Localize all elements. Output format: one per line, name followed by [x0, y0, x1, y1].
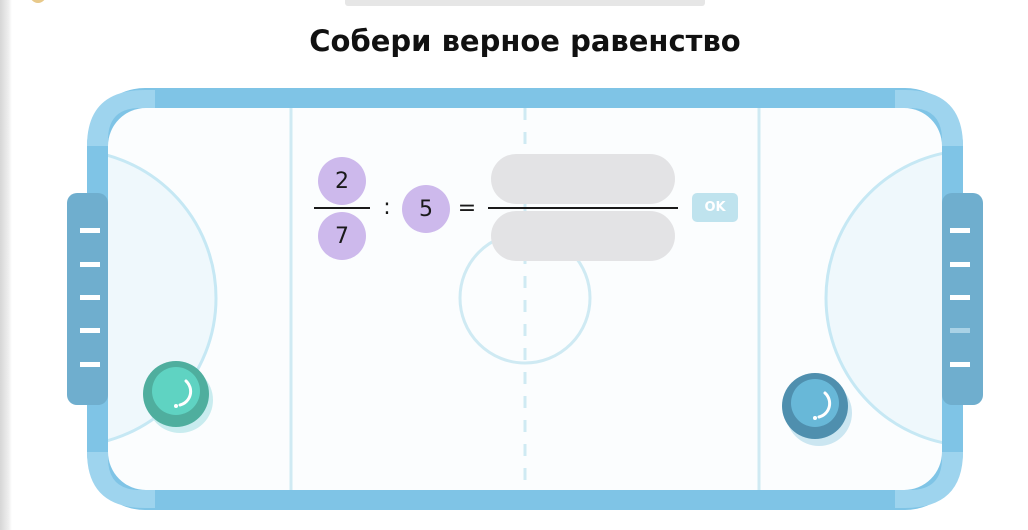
divide-sign: : [383, 195, 391, 220]
right-goal-tick [950, 295, 970, 300]
rink-border-highlight [895, 90, 963, 146]
answer-numerator-slot[interactable] [491, 154, 675, 204]
answer-denominator-slot[interactable] [491, 211, 675, 261]
right-puck-icon [782, 373, 852, 446]
left-edge-shadow [0, 0, 12, 530]
left-goal-tick [80, 228, 100, 233]
fraction-bar [314, 207, 370, 209]
rink-border-highlight [895, 452, 963, 508]
fraction-denominator: 7 [318, 212, 366, 260]
right-goal-tick [950, 362, 970, 367]
ok-button[interactable]: OK [692, 193, 738, 222]
rink-border-highlight [87, 90, 155, 146]
left-goal-tick [80, 295, 100, 300]
divisor-chip: 5 [402, 185, 450, 233]
right-goal-tick [950, 262, 970, 267]
progress-strip [345, 0, 705, 6]
left-goal-tick [80, 362, 100, 367]
rink-border-highlight [87, 452, 155, 508]
equals-sign: = [457, 196, 477, 221]
fraction-numerator: 2 [318, 157, 366, 205]
right-goal-tick [950, 228, 970, 233]
right-goal-tick [950, 328, 970, 333]
task-title: Собери верное равенство [309, 24, 741, 58]
right-goal-zone [824, 148, 942, 448]
left-goal-zone [108, 148, 218, 448]
partial-corner-icon [30, 0, 46, 3]
answer-fraction-bar [488, 207, 678, 209]
left-puck-icon [143, 361, 213, 433]
left-goal-tick [80, 328, 100, 333]
left-goal-tick [80, 262, 100, 267]
